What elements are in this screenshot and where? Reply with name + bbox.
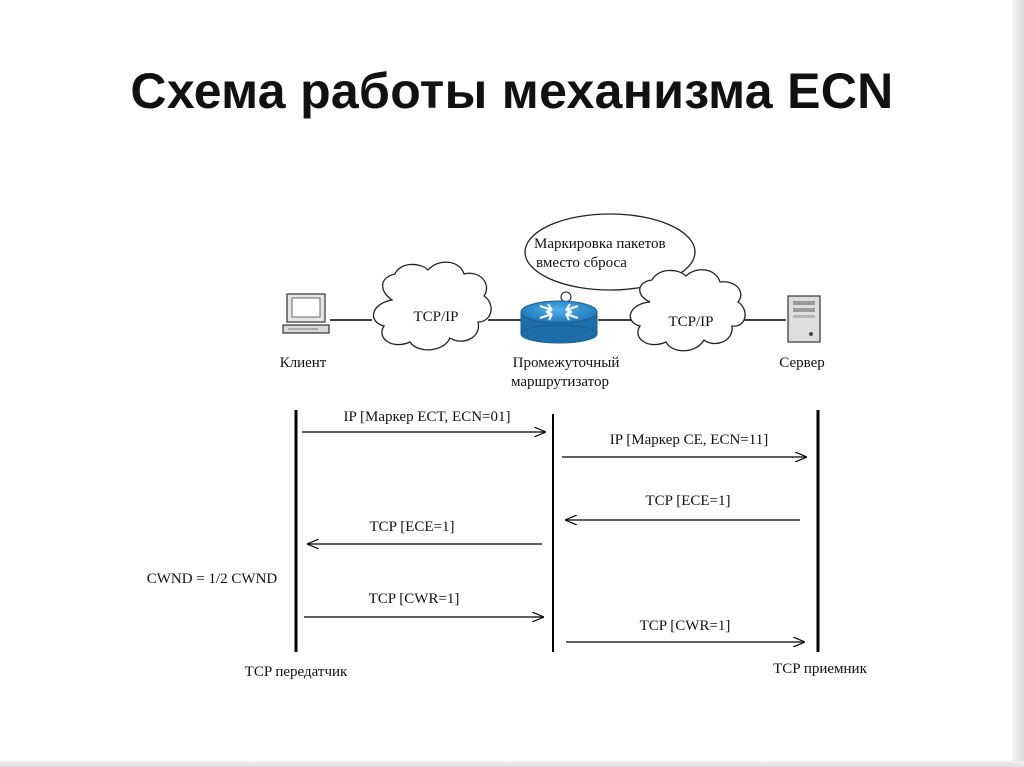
bubble-text-line2: вместо сброса: [536, 255, 627, 271]
right-cloud-label: TCP/IP: [668, 314, 713, 330]
bubble-text-line1: Маркировка пакетов: [534, 236, 666, 252]
router-label-line2: маршрутизатор: [511, 374, 609, 390]
right-network-cloud-icon: [629, 269, 746, 352]
left-network-cloud-icon: [373, 261, 492, 351]
router-label-line1: Промежуточный: [513, 355, 620, 371]
client-computer-icon: [282, 293, 330, 334]
page-title: Схема работы механизма ECN: [130, 63, 894, 119]
client-label: Клиент: [280, 355, 327, 371]
message-label: TCP [ECE=1]: [370, 519, 455, 535]
receiver-label: TCP приемник: [773, 661, 867, 677]
message-label: IP [Маркер ECT, ECN=01]: [343, 409, 510, 425]
server-label: Сервер: [779, 355, 825, 371]
slide-right-edge: [1012, 0, 1024, 767]
message-label: TCP [ECE=1]: [646, 493, 731, 509]
message-label: TCP [CWR=1]: [369, 591, 460, 607]
sender-label: TCP передатчик: [245, 664, 348, 680]
left-cloud-label: TCP/IP: [413, 309, 458, 325]
cwnd-note: CWND = 1/2 CWND: [147, 571, 278, 587]
slide-bottom-edge: [0, 761, 1024, 767]
message-label: TCP [CWR=1]: [640, 618, 731, 634]
server-icon: [787, 295, 821, 343]
router-icon: [520, 300, 598, 344]
message-label: IP [Маркер CE, ECN=11]: [610, 432, 768, 448]
